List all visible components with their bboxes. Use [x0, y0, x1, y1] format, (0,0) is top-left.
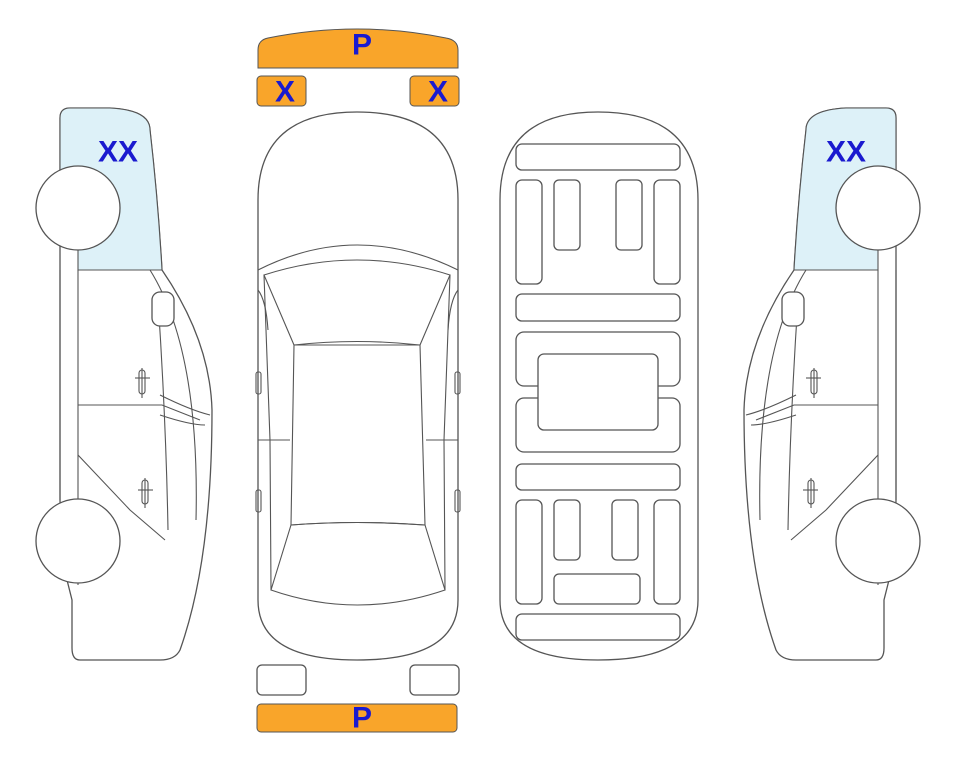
left-front-door-handle	[135, 368, 150, 398]
right-front-door-handle	[806, 368, 821, 398]
rear-bumper-label: P	[352, 702, 372, 735]
rear-bumper	[256, 703, 458, 733]
left-headlight	[256, 75, 307, 107]
front-bumper	[257, 28, 459, 69]
left-side-view: XX	[35, 107, 213, 661]
right-headlight	[409, 75, 460, 107]
right-rear-wheel	[835, 498, 921, 584]
right-side-view	[743, 107, 921, 661]
left-rear-wheel	[35, 498, 121, 584]
right-tail-light	[409, 664, 460, 696]
right-headlight-label: X	[428, 76, 448, 109]
top-view-body	[257, 111, 459, 661]
right-front-wheel	[835, 165, 921, 251]
top-view: P X X P	[255, 28, 461, 735]
left-front-wheel	[35, 165, 121, 251]
left-side-windshield-label: XX	[98, 136, 138, 169]
front-bumper-label: P	[352, 29, 372, 62]
underside-view	[499, 111, 699, 661]
left-headlight-label: X	[275, 76, 295, 109]
right-rear-door-handle	[803, 478, 818, 508]
left-rear-door-handle	[138, 478, 153, 508]
left-tail-light	[256, 664, 307, 696]
right-side-windshield-label: XX	[826, 136, 866, 169]
